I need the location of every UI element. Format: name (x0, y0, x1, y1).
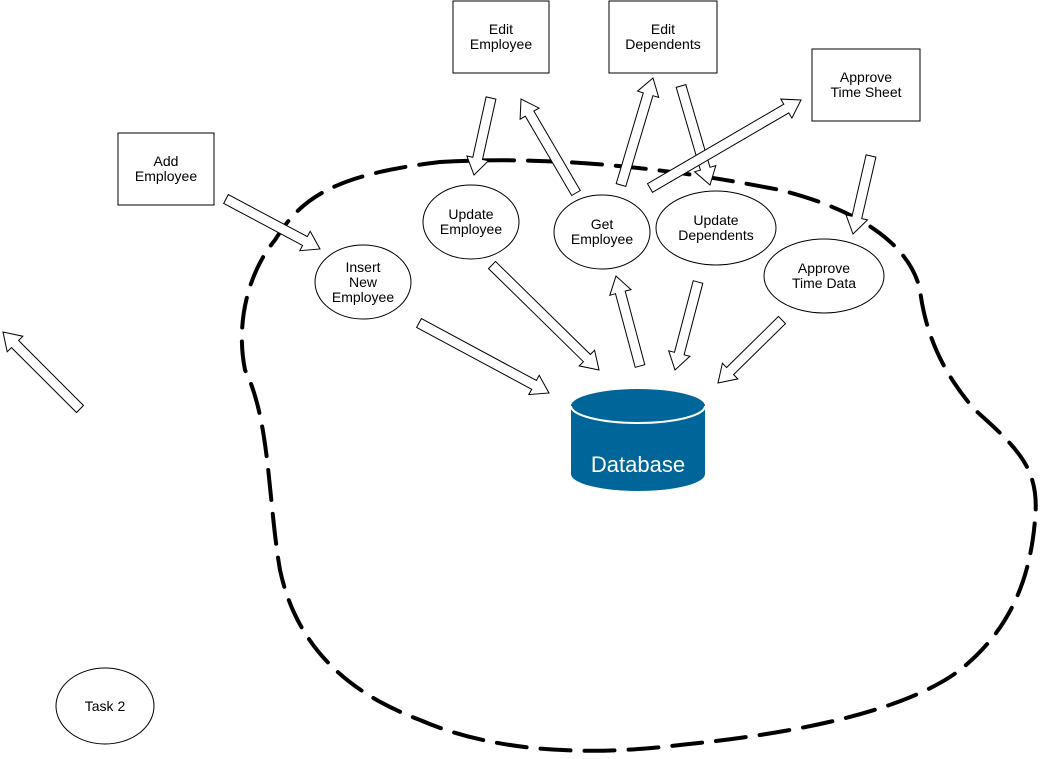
task-2-process[interactable] (55, 667, 155, 745)
arrow-add-to-insert (223, 193, 321, 252)
arrow-get-to-edit-employee (519, 98, 581, 197)
update-dependents-label: Update Dependents (678, 212, 754, 243)
database-label: Database (590, 452, 686, 477)
database-cylinder-icon[interactable] (570, 389, 706, 491)
arrow-update-employee-to-db (487, 260, 600, 371)
arrow-db-to-get-employee (609, 275, 646, 368)
approve-time-data-process[interactable] (763, 238, 885, 314)
edit-dependents-box[interactable] (608, 0, 718, 74)
task-2-label: Task 2 (84, 697, 126, 714)
approve-time-sheet-label: Approve Time Sheet (830, 69, 902, 100)
edit-employee-box[interactable] (452, 0, 550, 74)
update-employee-label: Update Employee (439, 206, 503, 237)
arrow-edit-to-update-employee (466, 96, 497, 176)
update-employee-process[interactable] (422, 184, 520, 260)
arrow-approve-data-to-db (717, 315, 787, 384)
arrow-stray-left (2, 331, 85, 414)
arrow-get-to-approve-sheet (646, 98, 802, 193)
arrow-update-dependents-to-db (667, 280, 704, 371)
edit-employee-label: Edit Employee (469, 21, 533, 52)
arrow-group (2, 77, 877, 414)
approve-time-data-label: Approve Time Data (791, 260, 857, 291)
insert-new-employee-process[interactable] (314, 244, 412, 320)
arrow-insert-to-database (415, 317, 550, 396)
arrow-approve-sheet-to-data (845, 154, 877, 235)
arrow-get-to-edit-dependents (615, 77, 660, 188)
update-dependents-process[interactable] (655, 190, 777, 266)
insert-new-employee-label: Insert New Employee (331, 258, 395, 305)
get-employee-label: Get Employee (570, 216, 634, 247)
approve-time-sheet-box[interactable] (811, 48, 921, 122)
get-employee-process[interactable] (553, 194, 651, 270)
add-employee-box[interactable] (117, 132, 215, 206)
edit-dependents-label: Edit Dependents (625, 21, 701, 52)
system-boundary (239, 158, 1038, 753)
add-employee-label: Add Employee (134, 153, 198, 184)
